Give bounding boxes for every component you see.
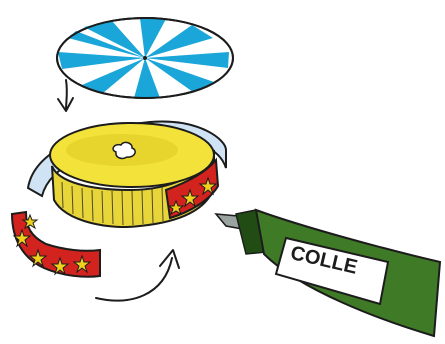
glue-tube: COLLE (216, 210, 440, 336)
curved-arrow-icon (96, 250, 179, 301)
striped-paper-disc (57, 18, 233, 98)
down-arrow-icon (58, 80, 73, 111)
round-box (50, 123, 214, 227)
